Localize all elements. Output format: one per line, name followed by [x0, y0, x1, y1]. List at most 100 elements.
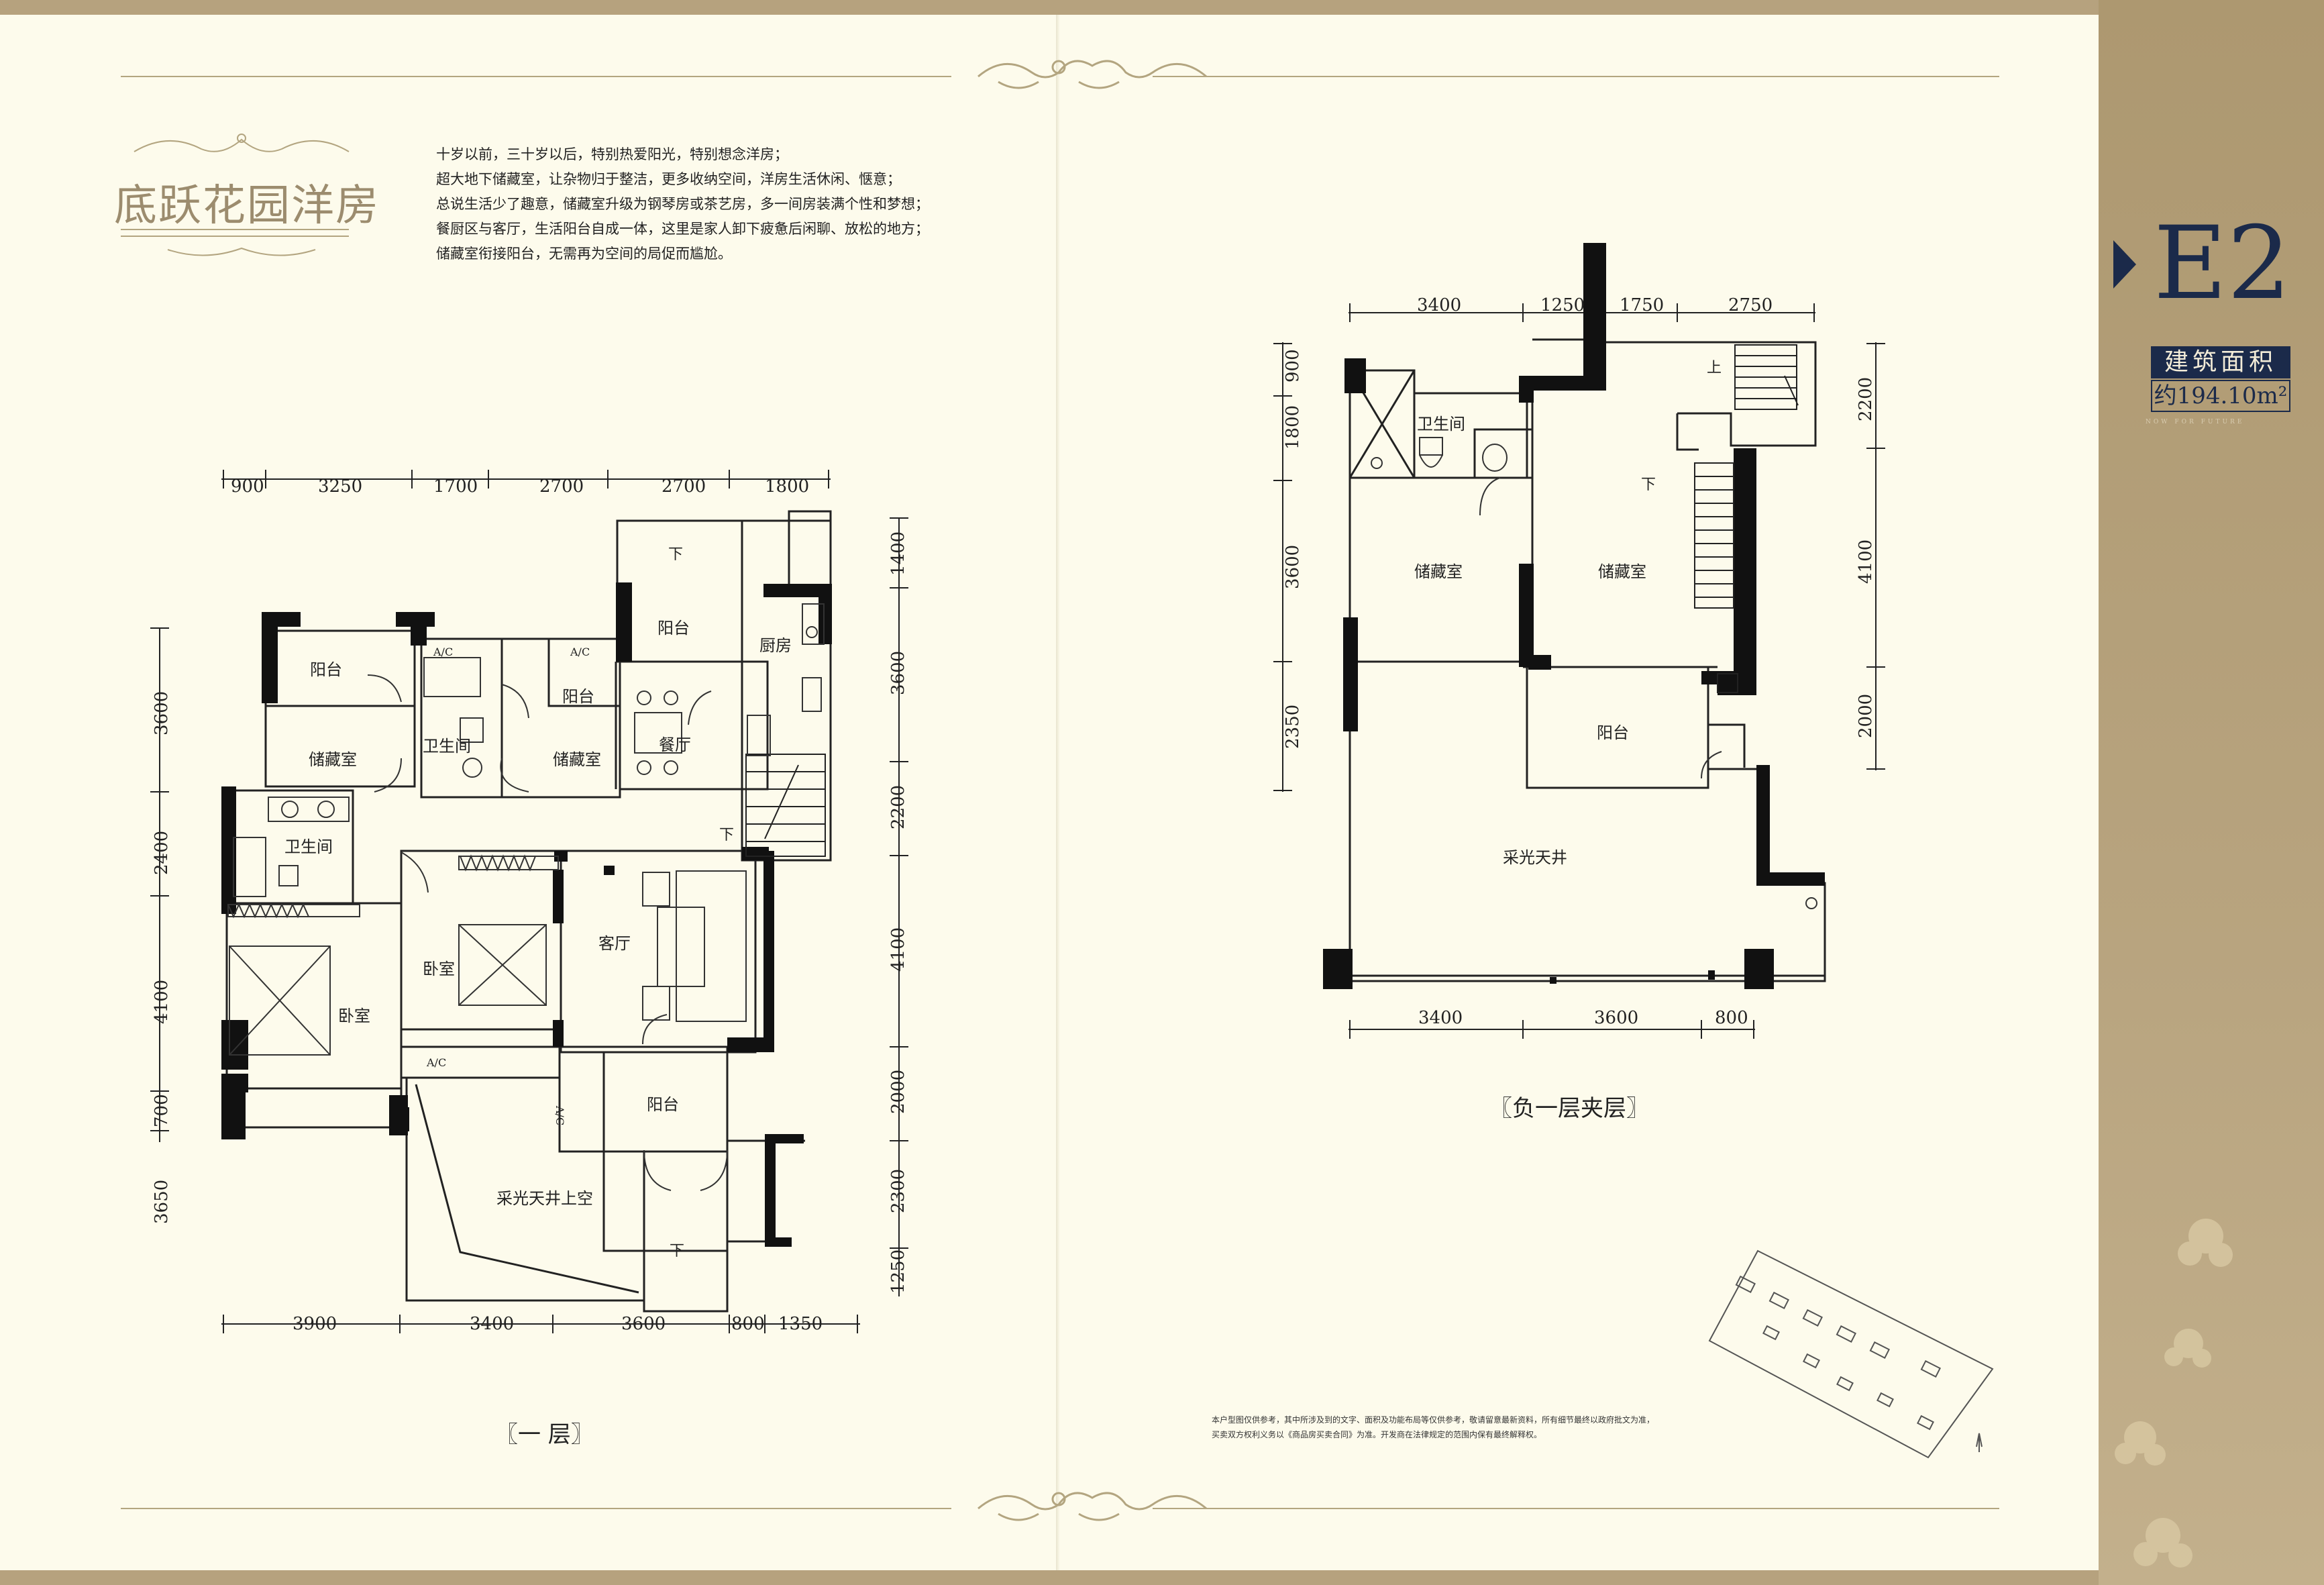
- basement-dim-ticks: [1273, 303, 1885, 1039]
- dim-label: 3600: [621, 1314, 666, 1334]
- dim-label: 2000: [1856, 693, 1876, 738]
- ground-furniture: [229, 603, 825, 1056]
- page-fold: [1056, 15, 1060, 1570]
- room-label: 卧室: [338, 1007, 370, 1025]
- area-label: 建筑面积: [2151, 346, 2290, 378]
- ground-doors: [367, 674, 728, 1191]
- intro-line: 储藏室衔接阳台，无需再为空间的局促而尴尬。: [436, 246, 732, 262]
- room-label: 储藏室: [1414, 562, 1463, 581]
- stair-up-mark: 上: [1707, 360, 1722, 376]
- dim-label: 4100: [888, 927, 908, 972]
- dim-label: 1400: [888, 531, 908, 576]
- room-label: 阳台: [657, 619, 690, 637]
- disclaimer-line: 买卖双方权利义务以《商品房买卖合同》为准。开发商在法律规定的范围内保有最终解释权…: [1212, 1430, 1542, 1439]
- stair-down-mark: 下: [670, 1243, 685, 1260]
- room-label: 餐厅: [659, 735, 691, 754]
- room-label: 阳台: [647, 1095, 679, 1114]
- dim-label: 3650: [152, 1179, 172, 1224]
- dim-label: 3400: [470, 1314, 515, 1334]
- basement-fixtures: [1371, 437, 1817, 909]
- room-label: 储藏室: [553, 750, 601, 769]
- room-label: 采光天井上空: [496, 1189, 593, 1208]
- ac-label: A/C: [570, 646, 590, 658]
- ground-dim-lines: [159, 478, 900, 1325]
- dim-label: 4100: [152, 979, 172, 1024]
- dim-label: 1250: [1540, 295, 1585, 315]
- dim-label: 3600: [1594, 1008, 1639, 1028]
- ac-label: A/C: [427, 1056, 447, 1069]
- dim-label: 800: [1715, 1008, 1748, 1028]
- dim-label: 2700: [662, 476, 706, 497]
- site-map: [1708, 1249, 1994, 1459]
- flower-ornaments: [2115, 1219, 2233, 1568]
- room-label: 厨房: [759, 636, 792, 655]
- ornament-bottom: [978, 1492, 1207, 1521]
- dim-label: 3600: [888, 650, 908, 695]
- dim-label: 3250: [318, 476, 363, 497]
- room-label: 客厅: [598, 934, 631, 953]
- room-label: 储藏室: [309, 750, 357, 769]
- ground-dim-ticks: [150, 470, 908, 1333]
- intro-text: 十岁以前，三十岁以后，特别热爱阳光，特别想念洋房； 超大地下储藏室，让杂物归于整…: [436, 142, 929, 266]
- basement-plan: [1273, 243, 2233, 1568]
- ac-label: A/C: [553, 1106, 566, 1126]
- page-title: 底跃花园洋房: [114, 181, 380, 231]
- disclaimer: 本户型图仅供参考，其中所涉及到的文字、面积及功能布局等仅供参考，敬请留意最新资料…: [1212, 1413, 1722, 1442]
- room-label: 阳台: [562, 687, 594, 706]
- dim-label: 1800: [765, 476, 810, 497]
- frame-rules: [121, 76, 1999, 1509]
- dim-label: 1700: [433, 476, 478, 497]
- dim-label: 2000: [888, 1069, 908, 1114]
- ground-plan-caption-text: 一 层: [518, 1421, 571, 1448]
- page-background: [0, 15, 2099, 1570]
- intro-line: 超大地下储藏室，让杂物归于整洁，更多收纳空间，洋房生活休闲、惬意；: [436, 171, 901, 187]
- dim-label: 900: [231, 476, 264, 497]
- room-label: 储藏室: [1598, 562, 1646, 581]
- title-ornament: [121, 134, 350, 256]
- ground-stair: [745, 754, 826, 857]
- ground-wardrobes: [227, 854, 559, 919]
- dim-label: 1750: [1620, 295, 1665, 315]
- room-label: 阳台: [1597, 723, 1629, 742]
- ac-label: A/C: [433, 646, 454, 658]
- dim-label: 2700: [539, 476, 584, 497]
- stair-down-mark: 下: [719, 827, 735, 843]
- dim-label: 2750: [1728, 295, 1773, 315]
- side-band: [2099, 0, 2324, 1585]
- intro-line: 餐厨区与客厅，生活阳台自成一体，这里是家人卸下疲惫后闲聊、放松的地方；: [436, 221, 929, 237]
- dim-label: 2400: [152, 830, 172, 875]
- dim-label: 1250: [888, 1249, 908, 1294]
- dim-label: 2200: [1856, 376, 1876, 421]
- ground-floor-plan: [150, 470, 908, 1333]
- dim-label: 700: [152, 1094, 172, 1127]
- dim-label: 900: [1283, 349, 1303, 382]
- room-label: 采光天井: [1503, 848, 1567, 867]
- dim-label: 3900: [293, 1314, 337, 1334]
- stair-down-mark: 下: [1641, 476, 1656, 493]
- dim-label: 1800: [1283, 405, 1303, 450]
- dim-label: 800: [731, 1314, 765, 1334]
- dim-label: 2200: [888, 784, 908, 829]
- area-subtitle: NOW FOR FUTURE: [2146, 419, 2245, 425]
- basement-stairs: [1694, 344, 1799, 693]
- room-label: 卫生间: [423, 737, 471, 756]
- room-label: 阳台: [310, 660, 342, 679]
- dim-label: 3600: [152, 691, 172, 735]
- dim-label: 4100: [1856, 539, 1876, 584]
- ground-plan-caption: 〖一 层〗: [495, 1421, 594, 1448]
- ornament-top: [978, 60, 1207, 89]
- room-label: 卫生间: [1417, 415, 1465, 433]
- basement-plan-caption-text: 负一层夹层: [1512, 1095, 1626, 1122]
- stair-down-mark: 下: [668, 546, 684, 563]
- dim-label: 2300: [888, 1168, 908, 1213]
- dim-label: 3600: [1283, 544, 1303, 589]
- dim-label: 2350: [1283, 704, 1303, 749]
- room-label: 卫生间: [284, 837, 333, 856]
- ground-thick-walls: [221, 582, 832, 1247]
- unit-code: E2: [2154, 205, 2291, 322]
- basement-thick-walls: [1323, 243, 1825, 989]
- basement-dim-lines: [1282, 312, 1877, 1030]
- dim-label: 3400: [1417, 295, 1462, 315]
